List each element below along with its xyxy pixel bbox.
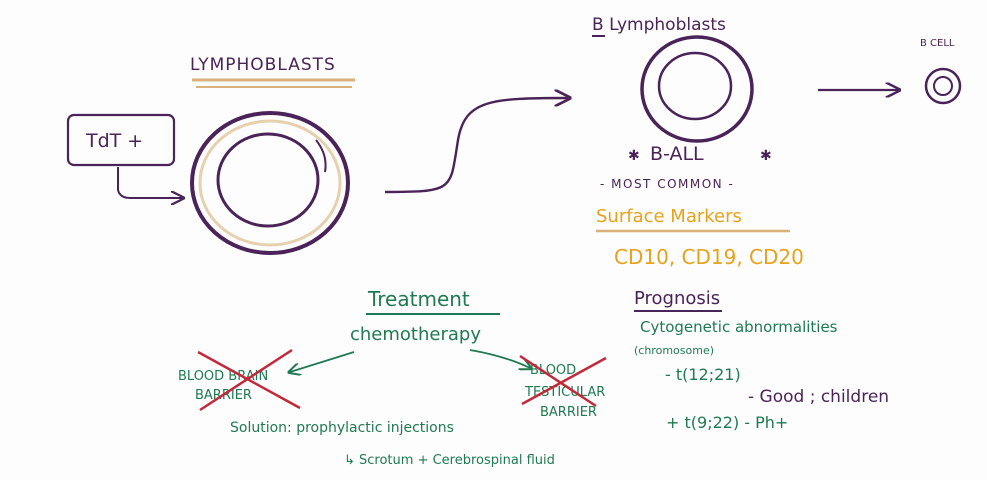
surface-markers-title: Surface Markers (596, 206, 742, 227)
lymphoblasts-title: LYMPHOBLASTS (190, 55, 336, 75)
btb-line-3: BARRIER (540, 405, 597, 420)
solution-label: Solution: prophylactic injections (230, 420, 454, 436)
btb-line-1: BLOOD (530, 363, 576, 378)
prognosis-title: Prognosis (634, 288, 720, 309)
chemo-arrow-right (470, 350, 530, 368)
tdt-arrow (118, 167, 182, 198)
t922-label: + t(9;22) - Ph+ (666, 413, 788, 432)
s-curve-arrow (385, 98, 568, 192)
b-lymphoblasts-title: B Lymphoblasts (592, 15, 726, 35)
most-common-label: - MOST COMMON - (600, 177, 734, 191)
treatment-title: Treatment (367, 287, 470, 311)
chemo-arrow-left (290, 352, 354, 372)
t1221-detail: - Good ; children (748, 387, 889, 407)
b-lymphoblast-cell (642, 37, 752, 141)
b-all-star-left: ✱ (628, 148, 640, 164)
b-cell-label: B CELL (920, 38, 955, 49)
btb-line-2: TESTICULAR (524, 385, 605, 400)
solution-detail: ↳ Scrotum + Cerebrospinal fluid (344, 453, 555, 468)
chemotherapy-label: chemotherapy (350, 324, 481, 345)
b-cell (926, 69, 960, 103)
t1221-label: - t(12;21) (665, 365, 741, 384)
b-all-star-right: ✱ (760, 148, 772, 164)
cytogenetic-label: Cytogenetic abnormalities (640, 318, 838, 336)
surface-markers-values: CD10, CD19, CD20 (614, 245, 804, 269)
b-all-label: B-ALL (650, 143, 704, 165)
lymphoblast-cell (192, 113, 348, 253)
tdt-label: TdT + (85, 130, 143, 152)
chromosome-label: (chromosome) (634, 344, 714, 357)
